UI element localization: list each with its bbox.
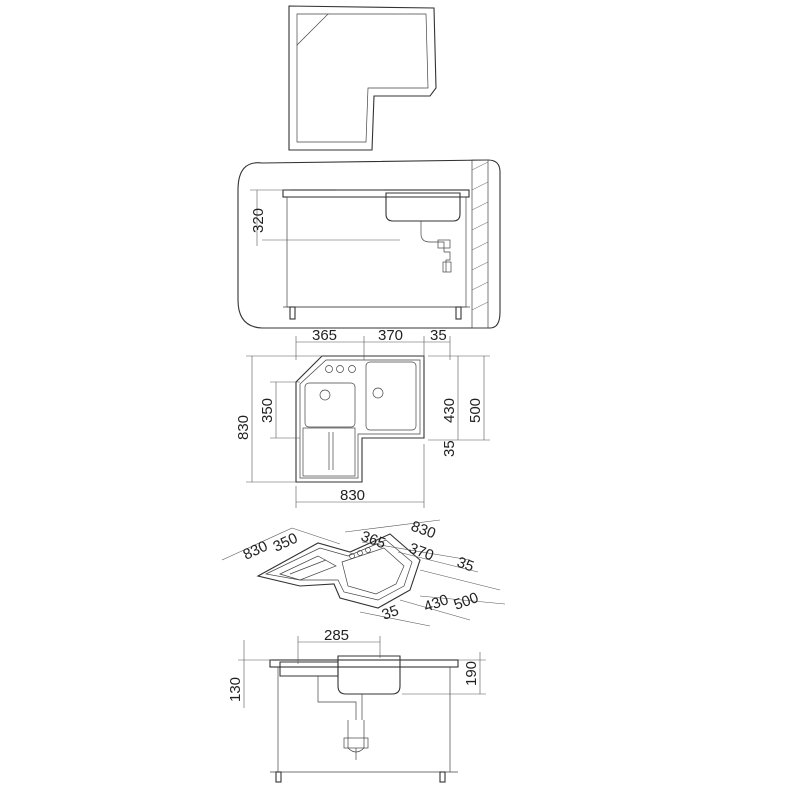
tap-hole-2	[336, 365, 344, 373]
dim-500: 500	[467, 398, 484, 423]
iso-dim-430: 430	[422, 591, 451, 616]
iso-dim-365: 365	[359, 528, 388, 553]
side-section-view: 320	[237, 159, 501, 329]
isometric-view: 830 350 365 830 370 35 35 430 500	[221, 518, 506, 627]
iso-dim-830-right: 830	[409, 518, 438, 543]
iso-dim-350: 350	[271, 530, 301, 556]
tap-hole-1	[325, 365, 333, 373]
dim-320: 320	[250, 208, 267, 233]
iso-dim-35-bottom: 35	[380, 602, 401, 624]
iso-dim-35-right: 35	[455, 554, 476, 576]
iso-dim-500: 500	[452, 589, 481, 614]
dim-370: 370	[378, 327, 403, 344]
dim-830-left: 830	[235, 415, 252, 440]
wall-hatch	[471, 161, 489, 311]
dim-35-right: 35	[441, 440, 458, 457]
dim-365: 365	[312, 327, 337, 344]
dim-430: 430	[441, 398, 458, 423]
dim-35-top: 35	[430, 327, 447, 344]
drain-1	[319, 389, 331, 401]
dim-285: 285	[324, 627, 349, 644]
iso-dim-830-left: 830	[241, 538, 271, 564]
dim-350: 350	[259, 398, 276, 423]
dim-190: 190	[463, 661, 480, 686]
tap-hole-3	[348, 365, 356, 373]
drain-2	[372, 387, 384, 399]
dim-130: 130	[227, 677, 244, 702]
corner-worktop-outline	[288, 5, 437, 151]
plan-view: 365 370 35 830 350 430 500 35 830	[235, 327, 490, 508]
dim-830-bottom: 830	[340, 487, 365, 504]
front-section-view: 285 130 190	[227, 627, 486, 783]
